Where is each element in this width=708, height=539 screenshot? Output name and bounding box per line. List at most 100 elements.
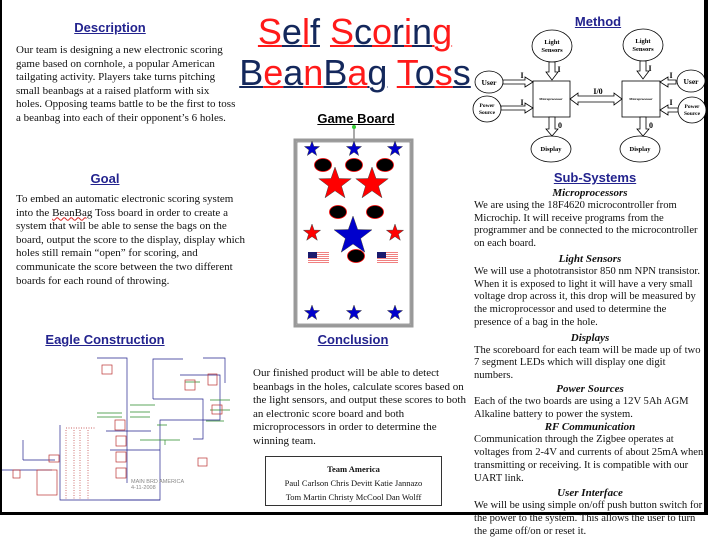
output-label: 0 xyxy=(558,121,562,130)
poster-border-bottom xyxy=(0,512,708,515)
arrows xyxy=(500,60,679,137)
flag-canton xyxy=(377,252,386,258)
input-label: I xyxy=(557,65,560,74)
poster-border-left xyxy=(0,0,2,515)
rotate-handle[interactable] xyxy=(352,125,356,129)
method-diagram: Light Sensors Light Sensors User User Po… xyxy=(472,28,707,163)
light-sensors-label: Sensors xyxy=(632,46,654,53)
light-sensors-label: Sensors xyxy=(541,47,563,54)
team-members-2: Tom Martin Christy McCool Dan Wolff xyxy=(285,492,422,502)
flag-stripe xyxy=(308,262,329,263)
flag-canton xyxy=(308,252,317,258)
title-letter: f xyxy=(309,11,320,52)
title-letter: o xyxy=(414,52,435,93)
light-sensors-label: Light xyxy=(635,38,651,45)
blue-star xyxy=(345,304,363,321)
blue-star xyxy=(386,304,404,321)
title-letter: e xyxy=(263,52,284,93)
display-node xyxy=(530,135,572,163)
subsystem-text: We will use a phototransistor 850 nm NPN… xyxy=(474,265,701,328)
game-board-heading: Game Board xyxy=(317,111,395,126)
title-letter: B xyxy=(323,52,348,93)
title-letter: c xyxy=(354,11,372,52)
method-heading: Method xyxy=(574,14,622,29)
input-label: I xyxy=(669,71,672,80)
flag-stripe xyxy=(308,254,329,255)
title-letter: i xyxy=(404,11,413,52)
subsystem-text: We are using the 18F4620 microcontroller… xyxy=(474,199,698,250)
subsystem-title: Displays xyxy=(570,331,610,344)
light-sensors-node xyxy=(531,29,573,63)
power-label: Power xyxy=(480,103,496,109)
flag-stripe xyxy=(377,254,398,255)
description-heading: Description xyxy=(74,20,146,35)
hole xyxy=(345,158,363,172)
red-star xyxy=(318,166,352,199)
flag-stripe xyxy=(377,260,398,261)
team-box: Team America Paul Carlson Chris Devitt K… xyxy=(265,456,442,506)
light-sensors-label: Light xyxy=(544,39,560,46)
schematic-date: 4-11-2008 xyxy=(131,485,156,491)
subsystem-title: Power Sources xyxy=(556,382,624,395)
input-label: I xyxy=(520,98,523,107)
user-node xyxy=(676,69,706,93)
power-label: Power xyxy=(685,104,701,110)
flag-stripe xyxy=(308,260,329,261)
red-star xyxy=(355,166,389,199)
title-line-2: BeanBag Toss xyxy=(230,53,480,93)
description-text: Our team is designing a new electronic s… xyxy=(16,44,236,124)
input-label: I xyxy=(669,98,672,107)
subsystem-title: Light Sensors xyxy=(558,252,622,265)
micro-label: Microprocessor xyxy=(539,97,563,101)
goal-text-spell: BeanBag xyxy=(52,206,93,219)
blue-star xyxy=(303,304,321,321)
blue-star xyxy=(303,140,321,157)
eagle-schematic: MAIN BRD AMERICA 4-11-2008 xyxy=(2,357,230,501)
conclusion-text: Our finished product will be able to det… xyxy=(253,367,466,447)
title-letter: s xyxy=(434,52,453,93)
goal-text: To embed an automatic electronic scoring… xyxy=(16,193,246,288)
light-sensors-node xyxy=(622,28,664,62)
title-letter: g xyxy=(432,11,453,52)
eagle-heading: Eagle Construction xyxy=(45,332,165,347)
hole xyxy=(366,205,384,219)
game-board xyxy=(293,125,414,328)
flag-stripe xyxy=(377,258,398,259)
conclusion-heading: Conclusion xyxy=(317,332,389,347)
subsystem-title: RF Communication xyxy=(544,421,636,434)
subsystem-text: The scoreboard for each team will be mad… xyxy=(474,344,701,382)
display-label: Display xyxy=(541,146,563,153)
power-label: Source xyxy=(479,110,496,116)
diagrams: Light Sensors Light Sensors User User Po… xyxy=(2,28,707,501)
title-letter: n xyxy=(412,11,433,52)
goal-text-1: To embed an automatic electronic scoring… xyxy=(16,193,234,219)
subsystems-heading: Sub-Systems xyxy=(553,170,637,185)
hole xyxy=(329,205,347,219)
title-letter: B xyxy=(239,52,264,93)
input-label: I xyxy=(520,71,523,80)
flag-stripe xyxy=(377,256,398,257)
title-letter: a xyxy=(283,52,304,93)
title-letter: g xyxy=(367,52,388,93)
flag-stripe xyxy=(308,258,329,259)
blue-star xyxy=(333,215,373,253)
title-letter: S xyxy=(329,11,354,52)
blue-star xyxy=(386,140,404,157)
title-letter: r xyxy=(392,11,405,52)
power-source-node xyxy=(472,95,502,123)
user-label: User xyxy=(482,78,498,87)
goal-text-2: Toss board in order to create a system t… xyxy=(16,206,246,287)
flag-stripe xyxy=(308,256,329,257)
microprocessor-box xyxy=(621,80,661,118)
title-letter: n xyxy=(303,52,324,93)
display-label: Display xyxy=(630,146,652,153)
io-label: I/0 xyxy=(593,87,602,96)
title-letter: l xyxy=(301,11,310,52)
hole xyxy=(314,158,332,172)
title-letter: o xyxy=(372,11,393,52)
subsystem-title: User Interface xyxy=(557,487,623,500)
subsystem-text: Communication through the Zigbee operate… xyxy=(474,434,704,484)
display-node xyxy=(619,135,661,163)
hole xyxy=(347,249,365,263)
team-name: Team America xyxy=(327,464,380,474)
